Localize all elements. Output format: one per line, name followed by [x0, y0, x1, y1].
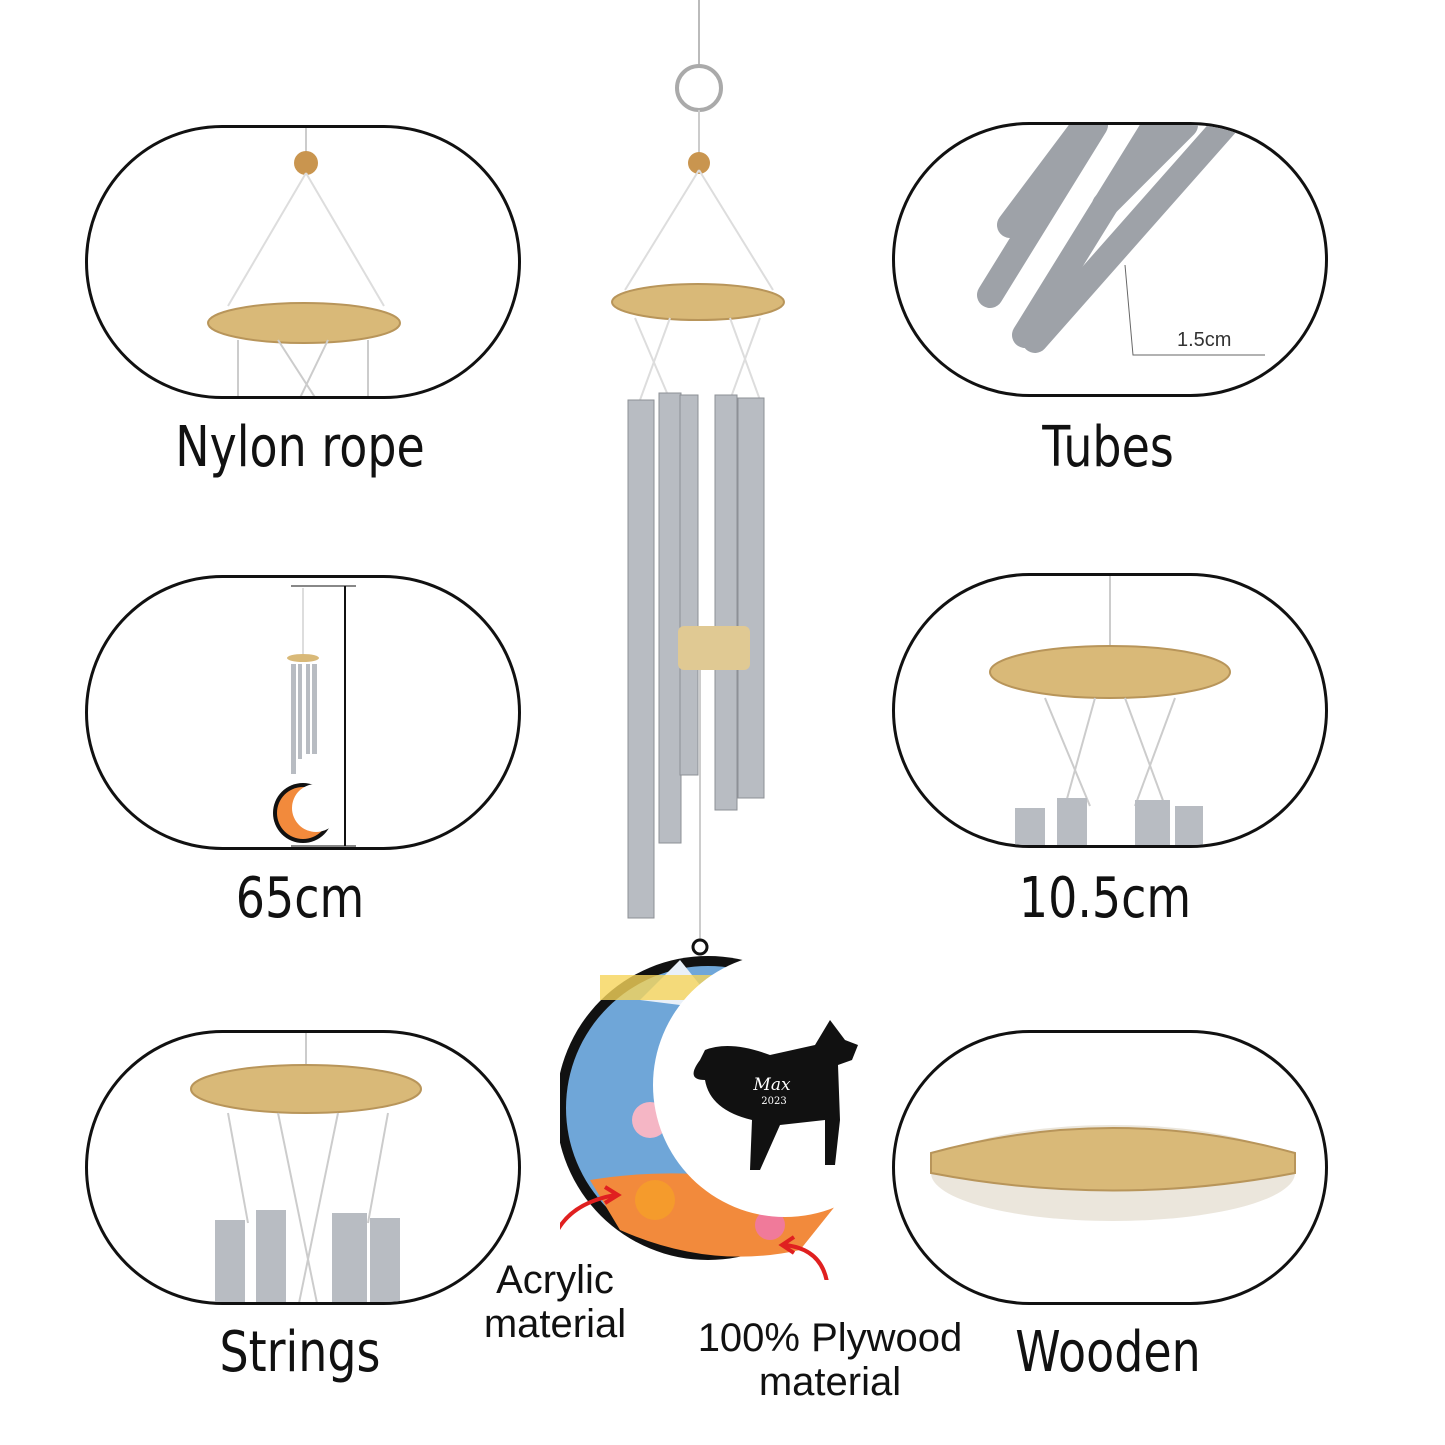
detail-oval-strings — [85, 1030, 521, 1305]
wooden-bead — [688, 152, 710, 174]
plywood-note-line2: material — [758, 1360, 902, 1404]
wooden-top-ring — [611, 283, 785, 321]
acrylic-material-note: Acrylic material — [483, 1258, 627, 1346]
detail-oval-wooden — [892, 1030, 1328, 1305]
label-strings: Strings — [219, 1320, 381, 1385]
wind-chime-illustration: Max 2023 — [560, 0, 890, 1280]
metal-tubes — [627, 392, 765, 919]
plywood-note-line1: 100% Plywood — [697, 1316, 963, 1360]
label-wooden: Wooden — [1015, 1320, 1201, 1385]
detail-oval-tubes: 1.5cm — [892, 122, 1328, 397]
dog-silhouette — [693, 1020, 858, 1170]
hanging-ring — [675, 64, 723, 112]
pendant-name: Max — [752, 1075, 791, 1095]
tube-diameter-label: 1.5cm — [1177, 329, 1232, 351]
wooden-striker — [678, 626, 750, 670]
label-nylon-rope: Nylon rope — [175, 415, 425, 480]
moon-pendant: Max 2023 — [560, 953, 890, 1260]
pendant-year: 2023 — [761, 1096, 786, 1107]
detail-oval-nylon-rope — [85, 125, 521, 399]
detail-oval-diameter — [892, 573, 1328, 848]
label-length: 65cm — [235, 866, 365, 931]
label-tubes: Tubes — [1042, 415, 1174, 480]
detail-oval-length — [85, 575, 521, 850]
red-arrows — [560, 1185, 829, 1280]
label-diameter: 10.5cm — [1018, 866, 1192, 931]
